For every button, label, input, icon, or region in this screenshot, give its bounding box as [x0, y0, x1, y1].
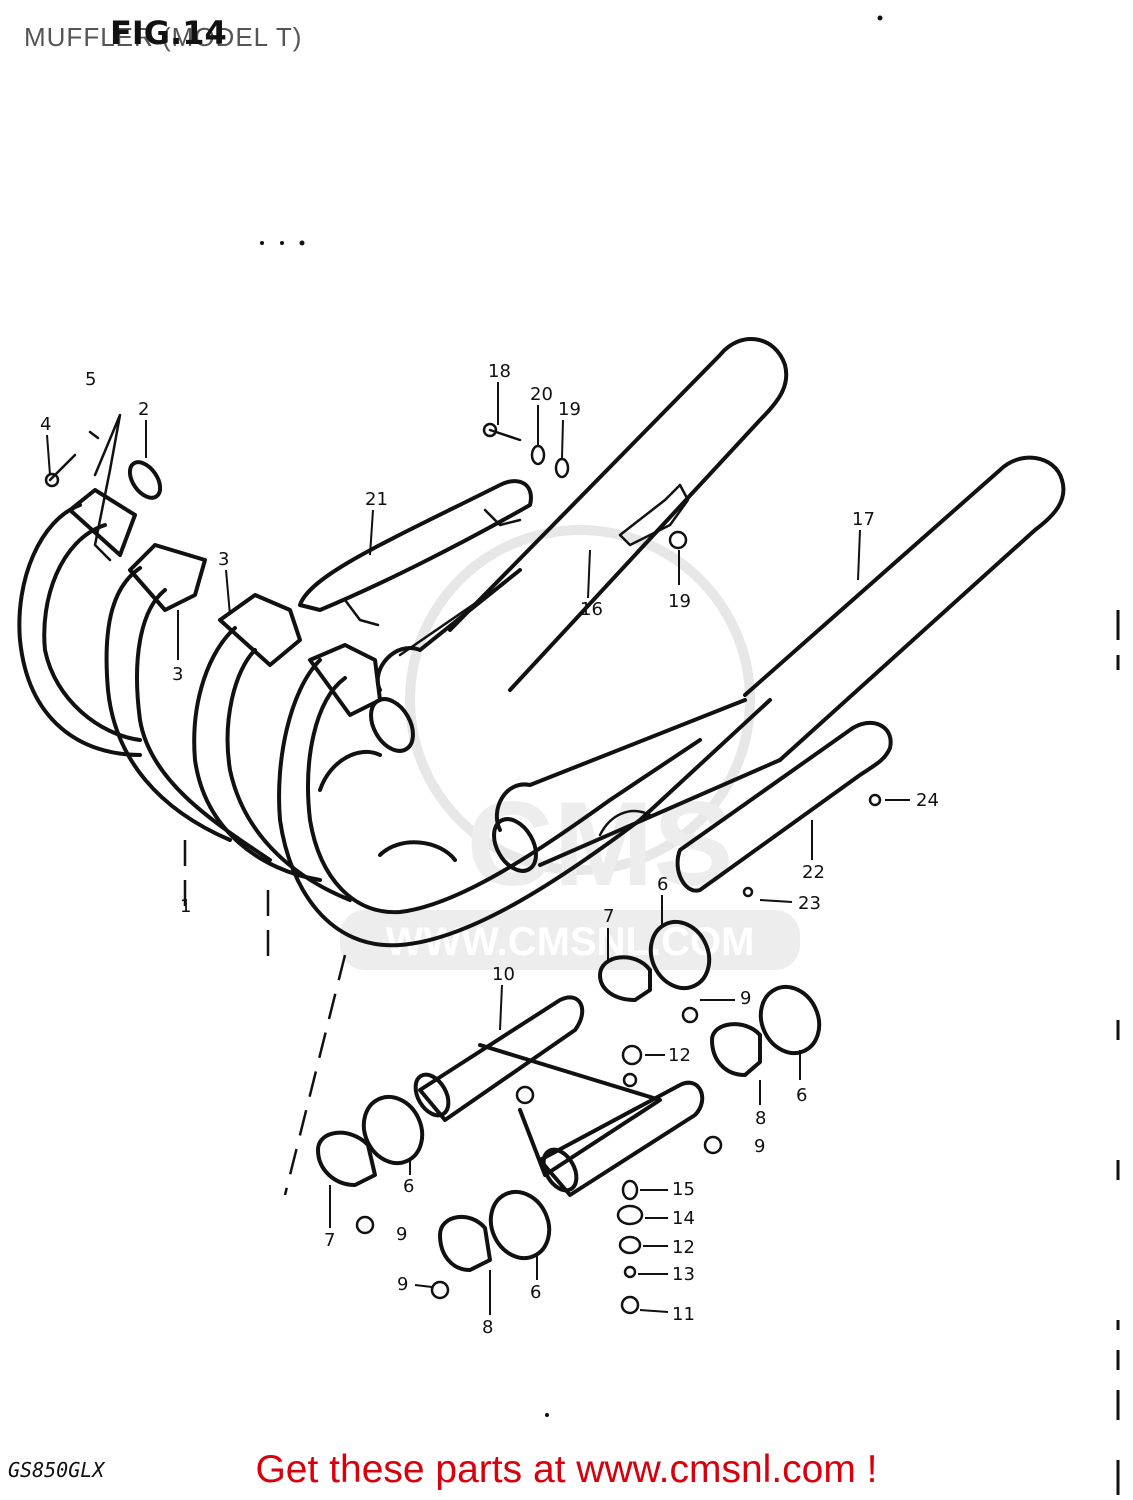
callouts: 5 2 4 3 3 18 20 19 21 16 19 17 24 22 23 … [40, 361, 939, 1338]
callout-6b: 6 [796, 1085, 807, 1106]
callout-9c: 9 [396, 1224, 407, 1245]
callout-8b: 8 [482, 1317, 493, 1338]
collector-10 [413, 995, 705, 1197]
callout-15: 15 [672, 1179, 695, 1200]
callout-6d: 6 [530, 1282, 541, 1303]
watermark-logo: CMS WWW.CMSNL.COM [340, 525, 800, 970]
callout-4: 4 [40, 414, 51, 435]
callout-8a: 8 [755, 1108, 766, 1129]
callout-9a: 9 [740, 988, 751, 1009]
callout-3b: 3 [172, 664, 183, 685]
callout-22: 22 [802, 862, 825, 883]
callout-12b: 12 [672, 1237, 695, 1258]
cta-link[interactable]: Get these parts at www.cmsnl.com ! [255, 1448, 878, 1491]
callout-16: 16 [580, 599, 603, 620]
lower-clamps-gaskets [316, 793, 882, 1315]
top-hardware [44, 413, 688, 562]
callout-5: 5 [85, 369, 96, 390]
callout-18: 18 [488, 361, 511, 382]
callout-2: 2 [138, 399, 149, 420]
alignment-dashes [183, 840, 347, 1196]
callout-leaders [46, 382, 910, 1315]
callout-13: 13 [672, 1264, 695, 1285]
callout-3a: 3 [218, 549, 229, 570]
callout-14: 14 [672, 1208, 695, 1229]
callout-6a: 6 [657, 874, 668, 895]
callout-20: 20 [530, 384, 553, 405]
callout-6c: 6 [403, 1176, 414, 1197]
heat-shield-21 [298, 479, 533, 627]
muffler-left [375, 337, 789, 692]
callout-19a: 19 [558, 399, 581, 420]
callout-24: 24 [916, 790, 939, 811]
callout-17: 17 [852, 509, 875, 530]
callout-11: 11 [672, 1304, 695, 1325]
pipe-outlets [318, 697, 538, 873]
bracket-16 [618, 483, 690, 547]
callout-12a: 12 [668, 1045, 691, 1066]
page-title: MUFFLER (MODEL T) [24, 22, 303, 52]
model-code: GS850GLX [8, 1458, 105, 1482]
callout-7a: 7 [603, 906, 614, 927]
callout-10: 10 [492, 964, 515, 985]
callout-9d: 9 [397, 1274, 408, 1295]
callout-1: 1 [180, 896, 191, 917]
callout-9b: 9 [754, 1136, 765, 1157]
exhaust-header-pipes [17, 503, 772, 948]
callout-7b: 7 [324, 1230, 335, 1251]
callout-21: 21 [365, 489, 388, 510]
watermark-url: WWW.CMSNL.COM [386, 920, 755, 964]
callout-19b: 19 [668, 591, 691, 612]
figure-label: FIG.14 [110, 14, 227, 52]
callout-23: 23 [798, 893, 821, 914]
scan-specks [260, 15, 883, 1417]
heat-shield-22 [675, 720, 893, 893]
